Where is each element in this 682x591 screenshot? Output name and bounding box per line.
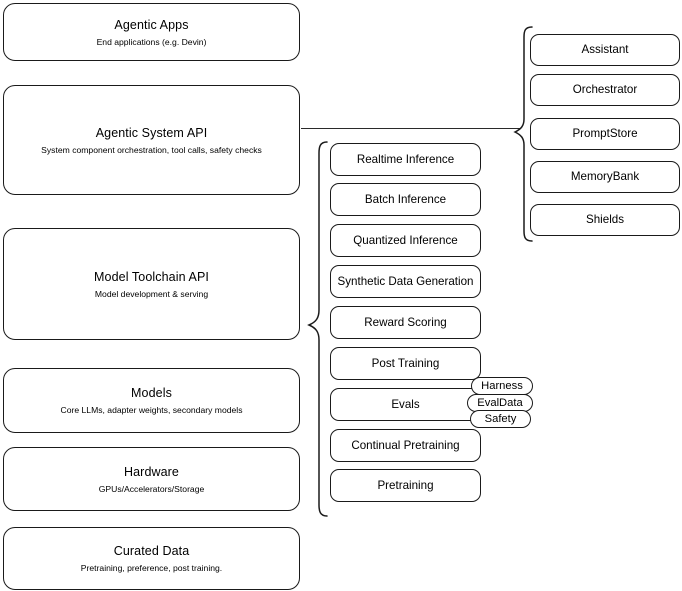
- stack-layer-title: Model Toolchain API: [94, 269, 209, 284]
- eval-tag-label: Safety: [484, 412, 517, 425]
- toolchain-component-continual-pretraining[interactable]: Continual Pretraining: [330, 429, 481, 462]
- stack-layer-subtitle: System component orchestration, tool cal…: [41, 144, 262, 155]
- stack-layer-subtitle: End applications (e.g. Devin): [96, 36, 207, 47]
- toolchain-component-quantized-inference[interactable]: Quantized Inference: [330, 224, 481, 257]
- toolchain-component-pretraining[interactable]: Pretraining: [330, 469, 481, 502]
- toolchain-component-label: Quantized Inference: [353, 233, 458, 247]
- brace-system-components: [513, 25, 535, 243]
- toolchain-component-label: Reward Scoring: [364, 315, 447, 329]
- connector-agentic-system-api-to-components: [301, 128, 520, 129]
- toolchain-component-reward-scoring[interactable]: Reward Scoring: [330, 306, 481, 339]
- stack-layer-title: Agentic System API: [95, 125, 208, 140]
- stack-layer-subtitle: Core LLMs, adapter weights, secondary mo…: [60, 405, 243, 415]
- toolchain-component-label: Continual Pretraining: [351, 438, 460, 452]
- toolchain-component-label: Post Training: [371, 356, 440, 370]
- stack-layer-subtitle: Model development & serving: [94, 288, 209, 299]
- system-component-label: Orchestrator: [572, 83, 638, 96]
- stack-layer-model-toolchain-api[interactable]: Model Toolchain API Model development & …: [3, 228, 300, 340]
- stack-layer-title: Agentic Apps: [114, 17, 189, 32]
- system-component-label: Assistant: [581, 43, 629, 56]
- toolchain-component-label: Batch Inference: [364, 192, 447, 206]
- system-component-orchestrator[interactable]: Orchestrator: [530, 74, 680, 106]
- system-component-label: MemoryBank: [570, 170, 640, 183]
- stack-layer-title: Models: [131, 386, 172, 400]
- system-component-label: PromptStore: [572, 127, 638, 140]
- toolchain-component-synthetic-data-generation[interactable]: Synthetic Data Generation: [330, 265, 481, 298]
- system-component-memorybank[interactable]: MemoryBank: [530, 161, 680, 193]
- system-component-shields[interactable]: Shields: [530, 204, 680, 236]
- toolchain-component-evals[interactable]: Evals: [330, 388, 481, 421]
- system-component-label: Shields: [585, 213, 625, 226]
- stack-layer-subtitle: Pretraining, preference, post training.: [80, 563, 223, 573]
- eval-tag-safety[interactable]: Safety: [470, 410, 531, 428]
- system-component-promptstore[interactable]: PromptStore: [530, 118, 680, 150]
- system-component-assistant[interactable]: Assistant: [530, 34, 680, 66]
- brace-toolchain-components: [306, 140, 330, 518]
- toolchain-component-post-training[interactable]: Post Training: [330, 347, 481, 380]
- toolchain-component-label: Evals: [391, 397, 420, 411]
- stack-layer-agentic-apps[interactable]: Agentic Apps End applications (e.g. Devi…: [3, 3, 300, 61]
- stack-layer-curated-data[interactable]: Curated Data Pretraining, preference, po…: [3, 527, 300, 590]
- stack-layer-agentic-system-api[interactable]: Agentic System API System component orch…: [3, 85, 300, 195]
- stack-layer-title: Hardware: [124, 464, 179, 479]
- eval-tag-label: EvalData: [477, 396, 523, 409]
- stack-layer-models[interactable]: Models Core LLMs, adapter weights, secon…: [3, 368, 300, 433]
- toolchain-component-label: Synthetic Data Generation: [337, 274, 474, 288]
- stack-layer-title: Curated Data: [113, 544, 190, 558]
- eval-tag-harness[interactable]: Harness: [471, 377, 533, 395]
- stack-layer-subtitle: GPUs/Accelerators/Storage: [98, 483, 205, 494]
- eval-tag-label: Harness: [481, 379, 523, 392]
- toolchain-component-batch-inference[interactable]: Batch Inference: [330, 183, 481, 216]
- stack-layer-hardware[interactable]: Hardware GPUs/Accelerators/Storage: [3, 447, 300, 511]
- toolchain-component-label: Realtime Inference: [356, 152, 455, 166]
- toolchain-component-label: Pretraining: [377, 478, 434, 492]
- toolchain-component-realtime-inference[interactable]: Realtime Inference: [330, 143, 481, 176]
